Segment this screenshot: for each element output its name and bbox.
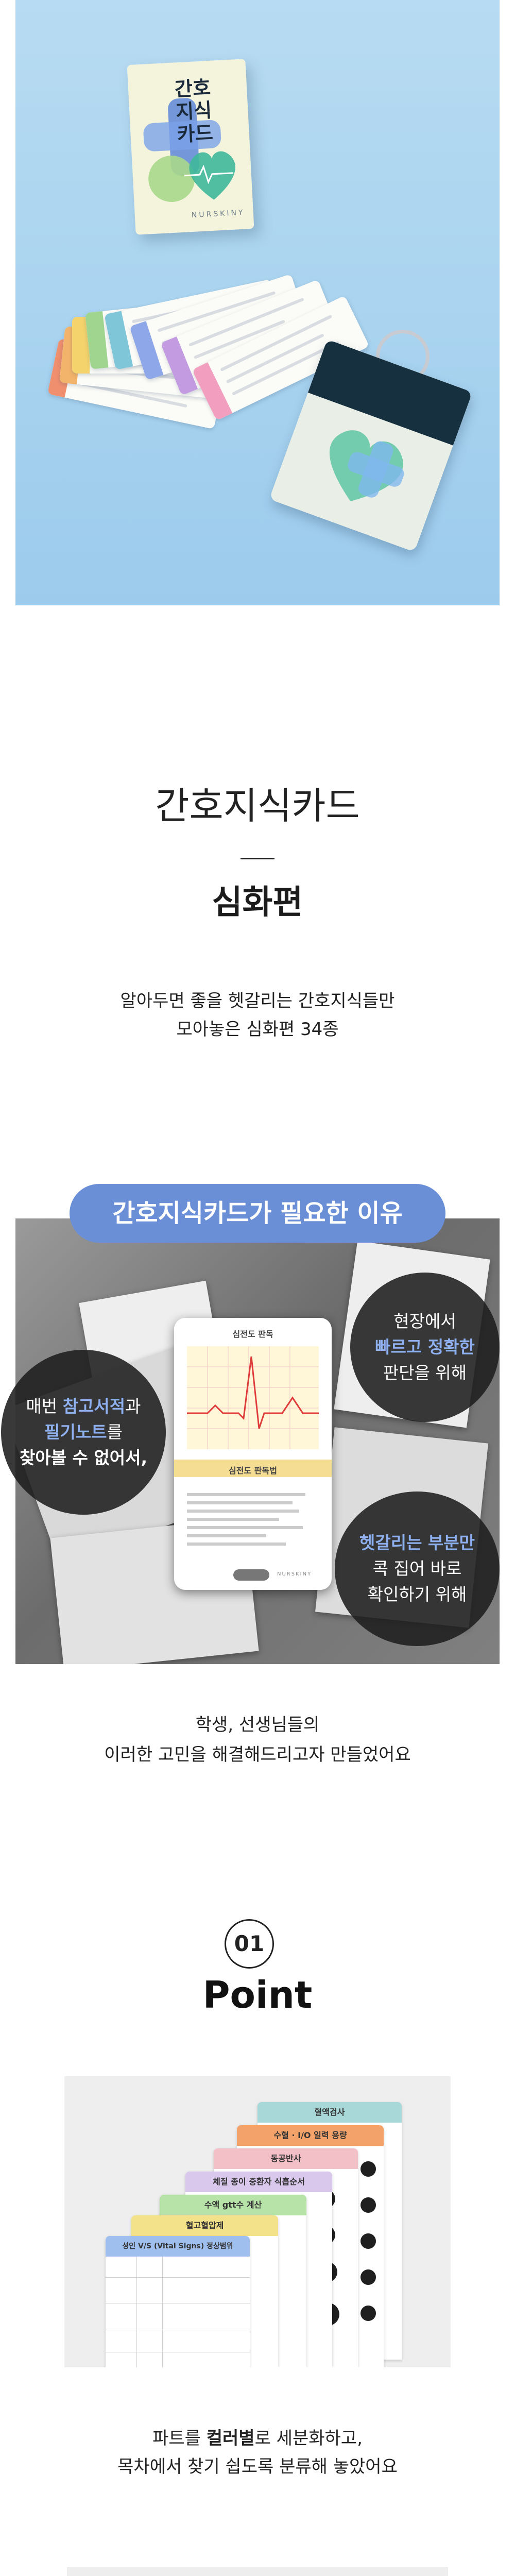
card-heading: 심전도 판독법 (229, 1466, 277, 1476)
point-desc-line-2: 목차에서 찾기 쉽도록 분류해 놓았어요 (117, 2456, 398, 2477)
card-heading: 심전도 판독 (232, 1329, 273, 1339)
front-card (269, 339, 473, 552)
sheet-heading: 동공반사 (214, 2148, 358, 2169)
point-desc-text: 파트를 (152, 2428, 207, 2449)
card-brand: NURSKINY (277, 1571, 312, 1577)
bubble-text: 과 (125, 1396, 141, 1416)
point-desc-text: 로 세분화하고, (254, 2428, 363, 2449)
bubble-text: 콕 집어 바로 (372, 1558, 462, 1579)
bubble-text: 확인하기 위해 (367, 1584, 467, 1604)
box-title: 간호 지식 카드 (174, 76, 214, 146)
sheet-heading: 수액 gtt수 계산 (160, 2195, 306, 2215)
next-section-edge (67, 2567, 448, 2576)
card-tab (233, 1569, 269, 1581)
point-desc-bold: 컬러별 (206, 2428, 255, 2449)
product-photo: 간호 지식 카드 NURSKINY (15, 0, 500, 605)
intro-line-2: 모아놓은 심화편 34종 (176, 1019, 339, 1040)
card-text-lines (187, 1488, 319, 1551)
sheet-heading: 체질 종이 중환자 식흡순서 (185, 2172, 332, 2192)
bubble-text: 매번 (26, 1396, 63, 1416)
reason-line-2: 이러한 고민을 해결해드리고자 만들었어요 (104, 1744, 411, 1765)
intro-line-1: 알아두면 좋을 헷갈리는 간호지식들만 (120, 991, 395, 1011)
bubble-highlight: 필기노트 (44, 1422, 107, 1442)
bubble-text: 현장에서 (393, 1311, 456, 1331)
reason-line-1: 학생, 선생님들의 (195, 1715, 320, 1735)
point-desc-line-1: 파트를 컬러별로 세분화하고, (0, 2424, 515, 2449)
bubble-speed: 현장에서 빠르고 정확한 판단을 위해 (350, 1273, 500, 1422)
why-banner: 간호지식카드가 필요한 이유 (70, 1184, 445, 1243)
bubble-confusing: 헷갈리는 부분만 콕 집어 바로 확인하기 위해 (335, 1492, 500, 1646)
product-box: 간호 지식 카드 NURSKINY (127, 59, 254, 235)
point-number: 01 (225, 1919, 274, 1969)
sheet-heading: 혈고혈압제 (131, 2215, 278, 2236)
heart-cross-illustration (329, 430, 404, 502)
ecg-card: 심전도 판독 심전도 판독법 NURSKINY (174, 1318, 332, 1590)
title-divider (241, 858, 274, 859)
point-illustration: 혈액검사 수혈 · I/O 일력 용량 동공반사 체질 종이 중환자 식흡순서 … (64, 2076, 451, 2367)
page-title: 간호지식카드 (155, 784, 360, 827)
color-sheet: 성인 V/S (Vital Signs) 정상범위 (106, 2236, 250, 2367)
page-subtitle: 심화편 (212, 884, 303, 922)
bubble-highlight: 헷갈리는 부분만 (359, 1533, 475, 1553)
bubble-highlight: 참고서적 (62, 1396, 126, 1416)
bubble-text: 판단을 위해 (383, 1363, 467, 1383)
bubble-reference: 매번 참고서적과 필기노트를 찾아볼 수 없어서, (1, 1350, 166, 1515)
sheet-heading: 수혈 · I/O 일력 용량 (237, 2125, 384, 2146)
sheet-heading: 혈액검사 (258, 2102, 402, 2123)
bubble-text: 를 (107, 1422, 123, 1442)
bubble-highlight: 빠르고 정확한 (375, 1337, 475, 1357)
bubble-text: 찾아볼 수 없어서, (19, 1448, 148, 1468)
sheet-heading: 성인 V/S (Vital Signs) 정상범위 (106, 2236, 250, 2257)
box-brand: NURSKINY (191, 208, 245, 220)
point-title: Point (202, 1973, 313, 2016)
heart-cross-illustration (143, 98, 235, 202)
ecg-chart (187, 1346, 319, 1449)
